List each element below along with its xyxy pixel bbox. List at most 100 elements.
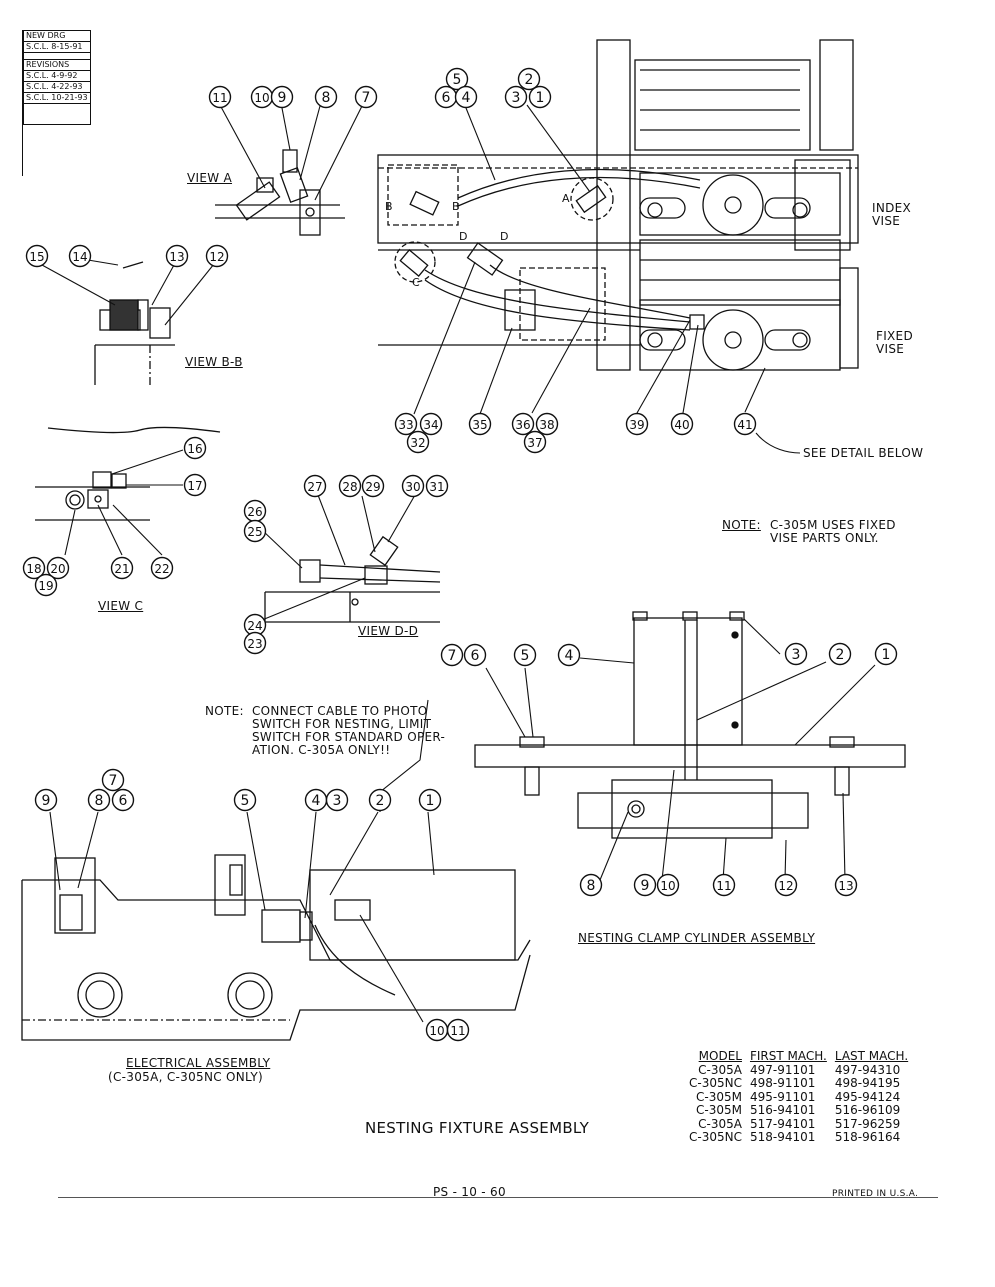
callout-number: 20 (50, 562, 65, 576)
callout-balloon: 25 (243, 519, 267, 543)
callout-number: 6 (442, 90, 451, 106)
column-header: LAST MACH. (834, 1049, 909, 1063)
note-cable-line: SWITCH FOR NESTING, LIMIT (252, 717, 432, 731)
callout-balloon: 11 (712, 873, 736, 897)
callout-balloon: 35 (468, 412, 492, 436)
callout-number: 7 (109, 773, 118, 789)
callout-number: 12 (778, 879, 793, 893)
section-letter: D (500, 230, 509, 243)
main-title: NESTING FIXTURE ASSEMBLY (365, 1119, 590, 1137)
fixed-vise-label-1: FIXED (876, 329, 913, 343)
callout-balloon: 13 (834, 873, 858, 897)
callout-balloon: 13 (165, 244, 189, 268)
callout-number: 2 (836, 647, 845, 663)
revision-row: S.C.L. 8-15-91 (23, 42, 91, 53)
callout-balloon: 19 (34, 573, 58, 597)
table-cell: 516-96109 (834, 1103, 901, 1117)
callout-number: 12 (209, 250, 224, 264)
revision-row: REVISIONS (23, 59, 91, 71)
main-assembly-drawing (377, 39, 859, 371)
printed-label: PRINTED IN U.S.A. (832, 1189, 919, 1199)
callout-balloon: 3 (784, 642, 808, 666)
callout-balloon: 2 (368, 788, 392, 812)
clamp-assembly-title: NESTING CLAMP CYLINDER ASSEMBLY (578, 931, 816, 945)
index-vise-label-2: VISE (872, 214, 901, 228)
callout-number: 16 (187, 442, 202, 456)
callout-number: 11 (716, 879, 731, 893)
callout-balloon: 17 (183, 473, 207, 497)
callout-balloon: 1 (874, 642, 898, 666)
callout-balloon: 4 (304, 788, 328, 812)
callout-number: 31 (429, 480, 444, 494)
callout-number: 8 (587, 878, 596, 894)
callout-balloon: 9 (633, 873, 657, 897)
callout-number: 29 (365, 480, 380, 494)
table-cell: 516-94101 (749, 1103, 816, 1117)
callout-balloon: 3 (325, 788, 349, 812)
callout-balloon: 1 (528, 85, 552, 109)
table-cell: 517-94101 (749, 1116, 816, 1131)
view-b-drawing (94, 261, 175, 385)
callout-number: 3 (512, 90, 521, 106)
callout-number: 39 (629, 418, 644, 432)
callout-number: 4 (462, 90, 471, 106)
callout-number: 23 (247, 637, 262, 651)
callout-balloon: 34 (419, 412, 443, 436)
revision-row: S.C.L. 10-21-93 (23, 93, 91, 104)
callout-number: 1 (882, 647, 891, 663)
table-cell: 498-91101 (749, 1076, 816, 1090)
callout-number: 5 (453, 72, 462, 88)
revision-block: NEW DRG S.C.L. 8-15-91 REVISIONS S.C.L. … (22, 30, 91, 176)
callout-number: 3 (333, 793, 342, 809)
view-c-label: VIEW C (98, 599, 144, 613)
callout-balloon: 7 (354, 85, 378, 109)
callout-number: 17 (187, 479, 202, 493)
callout-balloon: 12 (774, 873, 798, 897)
callout-number: 34 (423, 418, 438, 432)
callout-balloon: 11 (208, 85, 232, 109)
callout-balloon: 11 (446, 1018, 470, 1042)
callout-balloon: 4 (454, 85, 478, 109)
callout-balloon: 2 (828, 642, 852, 666)
callout-balloon: 5 (233, 788, 257, 812)
callout-balloon: 18 (22, 556, 46, 580)
revision-gap (23, 53, 91, 59)
callout-balloon: 5 (445, 67, 469, 91)
callout-balloon: 2 (517, 67, 541, 91)
callout-number: 4 (312, 793, 321, 809)
callout-balloon: 4 (557, 643, 581, 667)
view-a-drawing (215, 149, 345, 236)
view-d-label: VIEW D-D (358, 624, 419, 638)
table-cell: 495-91101 (749, 1089, 816, 1104)
callout-balloon: 7 (440, 643, 464, 667)
callout-number: 11 (450, 1024, 465, 1038)
table-cell: C-305NC (689, 1076, 742, 1090)
callout-balloon: 7 (101, 768, 125, 792)
callout-number: 6 (471, 648, 480, 664)
callout-balloon: 21 (110, 556, 134, 580)
callout-balloon: 41 (733, 412, 757, 436)
table-cell: C-305A (698, 1116, 742, 1131)
note-cable-line: CONNECT CABLE TO PHOTO (252, 704, 428, 718)
callout-balloon: 33 (394, 412, 418, 436)
note-cable-line: SWITCH FOR STANDARD OPER- (252, 730, 446, 744)
callout-balloon: 6 (434, 85, 458, 109)
note-cable-label: NOTE: (205, 704, 244, 718)
callout-balloon: 24 (243, 613, 267, 637)
column-header: MODEL (698, 1049, 742, 1063)
callout-number: 5 (521, 648, 530, 664)
callout-balloon: 38 (535, 412, 559, 436)
note-fixed-line: C-305M USES FIXED (770, 518, 896, 532)
page-number: PS - 10 - 60 (433, 1185, 506, 1199)
callout-balloon: 37 (523, 430, 547, 454)
callout-number: 41 (737, 418, 752, 432)
callout-number: 9 (42, 793, 51, 809)
leader-lines (41, 104, 876, 1023)
footer-rule (58, 1197, 938, 1198)
callout-balloon: 10 (425, 1018, 449, 1042)
table-header-row: MODEL FIRST MACH. LAST MACH. (685, 1049, 912, 1064)
callout-number: 30 (405, 480, 420, 494)
table-cell: C-305A (698, 1062, 742, 1077)
